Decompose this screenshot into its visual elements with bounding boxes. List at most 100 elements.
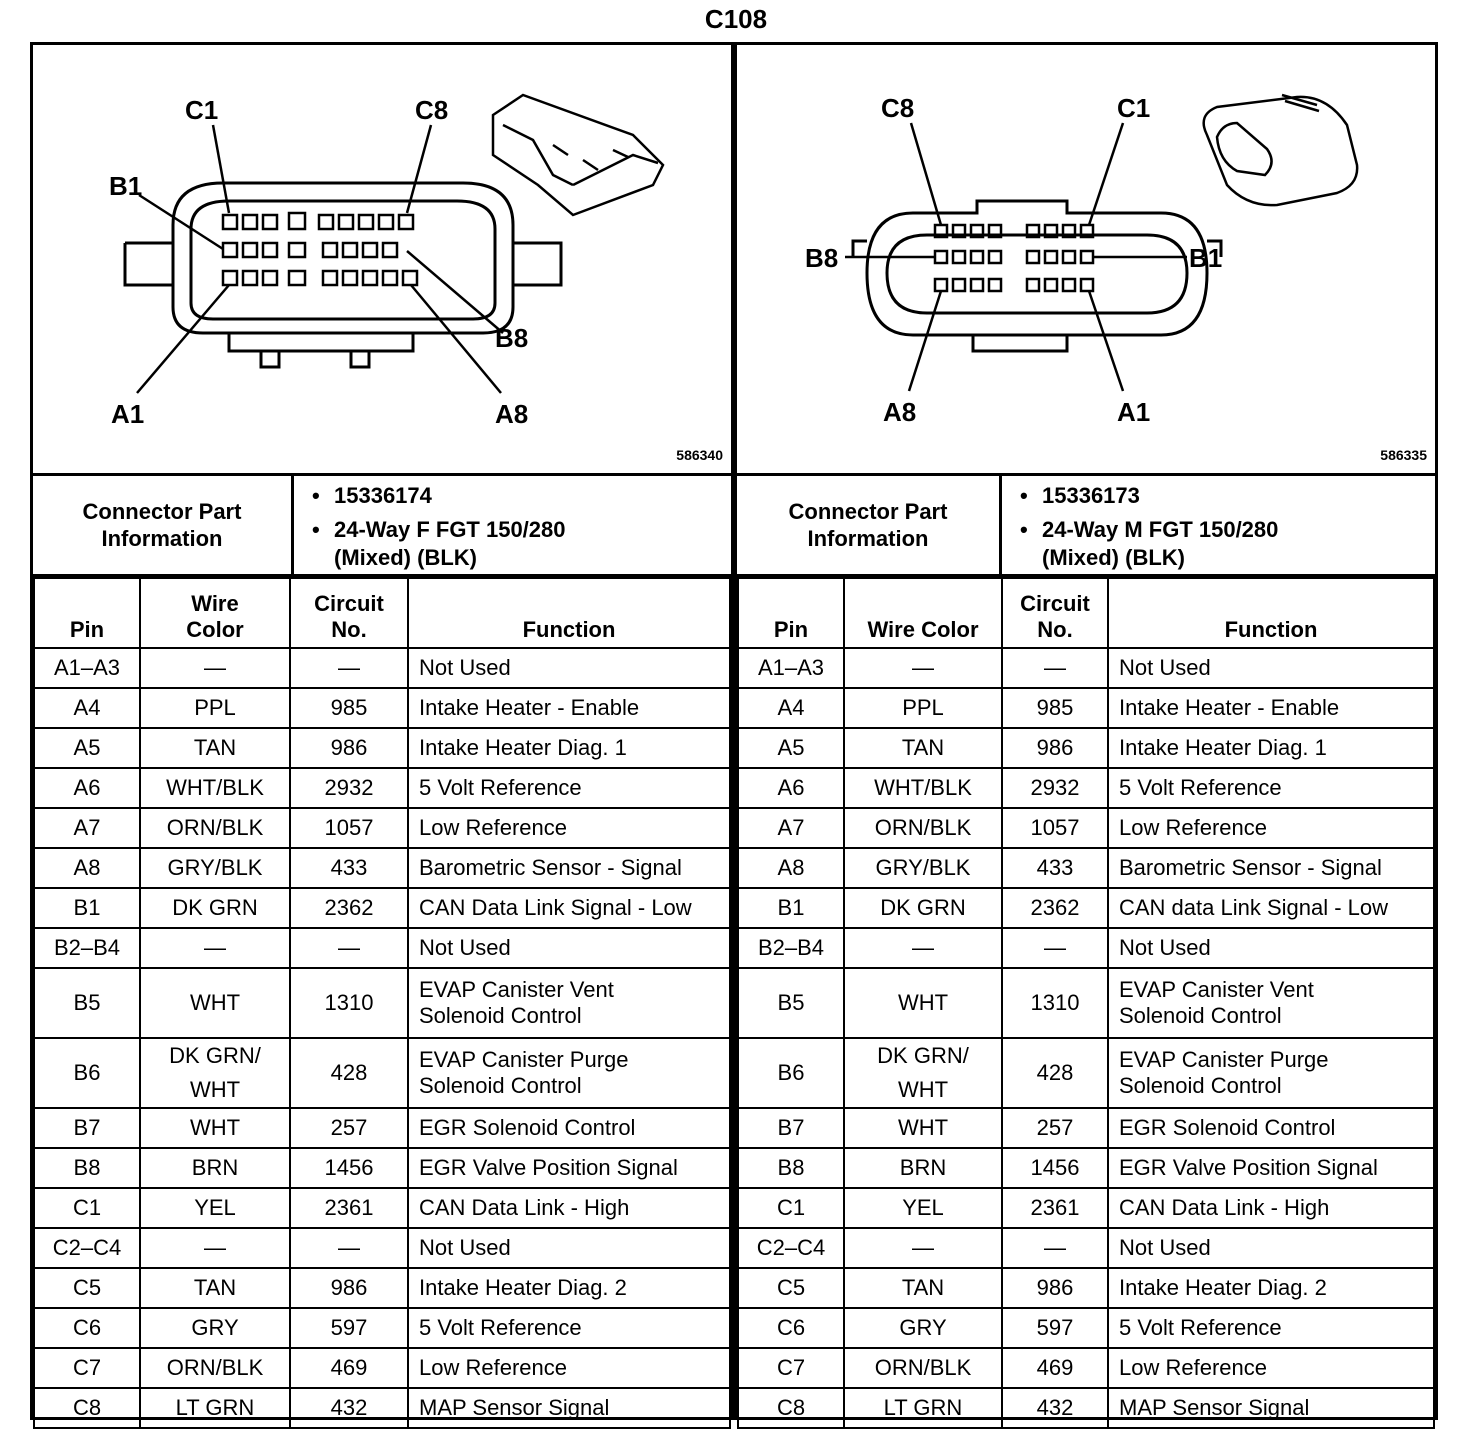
wire-color-cell: LT GRN	[843, 1387, 1003, 1429]
circuit-cell: 985	[1001, 687, 1109, 729]
circuit-cell: —	[289, 647, 409, 689]
function-cell: CAN Data Link - High	[407, 1187, 731, 1229]
circuit-cell: 1057	[289, 807, 409, 849]
wire-color-cell: BRN	[843, 1147, 1003, 1189]
wire-color-cell: ORN/BLK	[843, 1347, 1003, 1389]
function-cell: Intake Heater Diag. 1	[1107, 727, 1435, 769]
pin-cell: A6	[33, 767, 141, 809]
pin-label-c1: C1	[1117, 93, 1150, 123]
circuit-cell: 432	[1001, 1387, 1109, 1429]
circuit-cell: —	[1001, 927, 1109, 969]
wire-color-cell: GRY/BLK	[843, 847, 1003, 889]
table-row: B2–B4——Not Used	[33, 927, 731, 969]
function-cell: Barometric Sensor - Signal	[407, 847, 731, 889]
circuit-cell: 597	[289, 1307, 409, 1349]
wire-color-cell: WHT/BLK	[843, 767, 1003, 809]
pin-cell: B2–B4	[33, 927, 141, 969]
circuit-cell: 986	[289, 1267, 409, 1309]
circuit-cell: 1456	[1001, 1147, 1109, 1189]
col-pin: Pin	[737, 577, 845, 649]
circuit-cell: 1057	[1001, 807, 1109, 849]
pin-cell: C8	[737, 1387, 845, 1429]
pin-cell: B5	[737, 967, 845, 1039]
wire-color-cell: BRN	[139, 1147, 291, 1189]
wire-color-cell: DK GRN	[843, 887, 1003, 929]
circuit-cell: 2361	[1001, 1187, 1109, 1229]
circuit-cell: 1456	[289, 1147, 409, 1189]
pin-cell: B5	[33, 967, 141, 1039]
circuit-cell: 985	[289, 687, 409, 729]
circuit-cell: 469	[1001, 1347, 1109, 1389]
circuit-cell: 428	[289, 1037, 409, 1109]
wire-color-cell: WHT/BLK	[139, 767, 291, 809]
wire-color-cell: GRY/BLK	[139, 847, 291, 889]
circuit-cell: 428	[1001, 1037, 1109, 1109]
connector-description: 24-Way F FGT 150/280	[334, 517, 566, 542]
pin-cell: B7	[33, 1107, 141, 1149]
function-cell: Intake Heater Diag. 2	[1107, 1267, 1435, 1309]
pin-label-a8: A8	[495, 399, 528, 429]
part-number: 15336174	[334, 483, 432, 508]
function-cell: 5 Volt Reference	[407, 767, 731, 809]
info-label-line1: Connector Part	[82, 499, 242, 524]
circuit-cell: 986	[1001, 1267, 1109, 1309]
wire-color-cell: ORN/BLK	[139, 807, 291, 849]
pin-cell: C1	[737, 1187, 845, 1229]
pin-cell: B8	[737, 1147, 845, 1189]
pin-cell: C8	[33, 1387, 141, 1429]
circuit-cell: —	[1001, 647, 1109, 689]
wire-color-cell: —	[139, 927, 291, 969]
pin-cell: B1	[737, 887, 845, 929]
connector-diagram-female: C1 C8 B1 B8 A1 A8 586340	[33, 45, 731, 476]
info-label-line2: Information	[101, 526, 223, 551]
pin-cell: A7	[737, 807, 845, 849]
function-cell: 5 Volt Reference	[1107, 1307, 1435, 1349]
function-cell: Low Reference	[407, 807, 731, 849]
pin-cell: C7	[737, 1347, 845, 1389]
function-cell: MAP Sensor Signal	[1107, 1387, 1435, 1429]
info-list: •15336174 •24-Way F FGT 150/280 (Mixed) …	[312, 483, 566, 570]
pin-cell: C1	[33, 1187, 141, 1229]
pin-label-c1: C1	[185, 95, 218, 125]
pin-label-a8: A8	[883, 397, 916, 427]
info-list: •15336173 •24-Way M FGT 150/280 (Mixed) …	[1020, 483, 1279, 570]
pin-label-b1: B1	[109, 171, 142, 201]
circuit-cell: 2361	[289, 1187, 409, 1229]
circuit-cell: 1310	[1001, 967, 1109, 1039]
function-cell: Low Reference	[1107, 1347, 1435, 1389]
function-cell: EGR Valve Position Signal	[407, 1147, 731, 1189]
pin-cell: A5	[737, 727, 845, 769]
pin-cell: A8	[737, 847, 845, 889]
connector-face-drawing: C8 C1 B8 B1 A8 A1	[805, 93, 1359, 427]
pin-cell: A1–A3	[33, 647, 141, 689]
wire-color-cell: —	[843, 927, 1003, 969]
circuit-cell: —	[1001, 1227, 1109, 1269]
wire-color-cell: ORN/BLK	[139, 1347, 291, 1389]
function-cell: Not Used	[407, 927, 731, 969]
page-title: C108	[704, 4, 768, 34]
pin-label-b8: B8	[495, 323, 528, 353]
pin-label-b1: B1	[1189, 243, 1222, 273]
pin-cell: A7	[33, 807, 141, 849]
pin-cell: C5	[33, 1267, 141, 1309]
function-cell: 5 Volt Reference	[1107, 767, 1435, 809]
pin-label-c8: C8	[881, 93, 914, 123]
pin-cell: C6	[737, 1307, 845, 1349]
wire-color-cell: —	[139, 647, 291, 689]
function-cell: EGR Valve Position Signal	[1107, 1147, 1435, 1189]
wire-color-cell: TAN	[139, 1267, 291, 1309]
